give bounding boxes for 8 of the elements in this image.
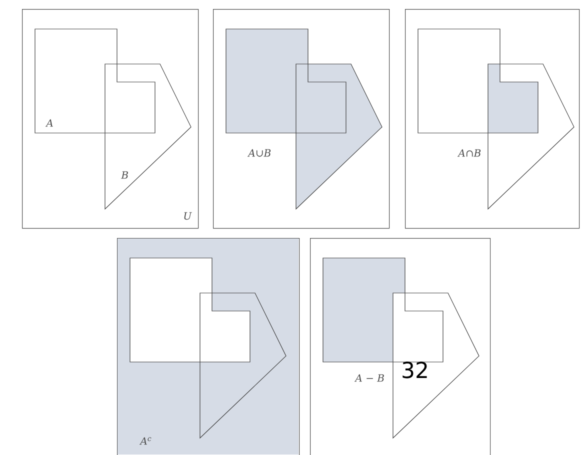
set-label: A$^{c}$	[139, 437, 152, 445]
set-label: A	[45, 119, 53, 127]
set-label: A − B	[354, 374, 384, 382]
set-label: U	[184, 212, 192, 220]
set-label: A∩B	[457, 149, 481, 157]
set-label: B	[121, 171, 128, 179]
set-label: A∪B	[247, 149, 271, 157]
page-number: 32	[402, 362, 427, 378]
